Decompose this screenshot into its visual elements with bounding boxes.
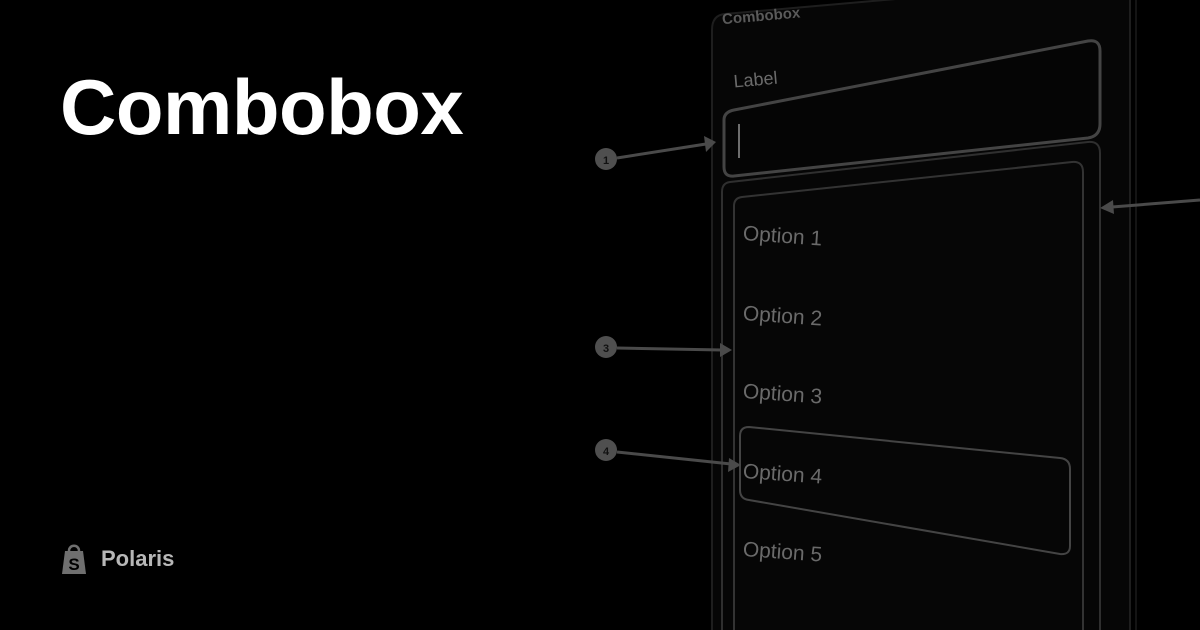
listbox-popover xyxy=(721,140,1101,630)
option-2[interactable]: Option 2 xyxy=(742,302,823,330)
option-3[interactable]: Option 3 xyxy=(742,380,823,408)
callout-3-number: 3 xyxy=(603,343,609,355)
callout-4-number: 4 xyxy=(603,446,610,458)
page-title: Combobox xyxy=(60,63,464,151)
shopify-bag-icon: S xyxy=(62,544,86,574)
card-label: Combobox xyxy=(721,4,801,28)
combobox-input[interactable] xyxy=(722,39,1102,178)
listbox-inner xyxy=(733,160,1084,630)
callout-4: 4 xyxy=(595,439,741,472)
option-5[interactable]: Option 5 xyxy=(742,538,823,566)
callout-1-number: 1 xyxy=(603,155,609,167)
highlighted-option-box[interactable] xyxy=(739,425,1071,556)
svg-text:S: S xyxy=(68,555,79,574)
brand-logo: S Polaris xyxy=(59,542,174,576)
option-1[interactable]: Option 1 xyxy=(742,222,823,250)
callout-3: 3 xyxy=(595,336,732,358)
brand-name: Polaris xyxy=(101,546,175,571)
option-4[interactable]: Option 4 xyxy=(742,460,823,489)
field-label: Label xyxy=(733,68,779,92)
callout-right xyxy=(1100,198,1200,214)
callout-1: 1 xyxy=(595,136,716,170)
